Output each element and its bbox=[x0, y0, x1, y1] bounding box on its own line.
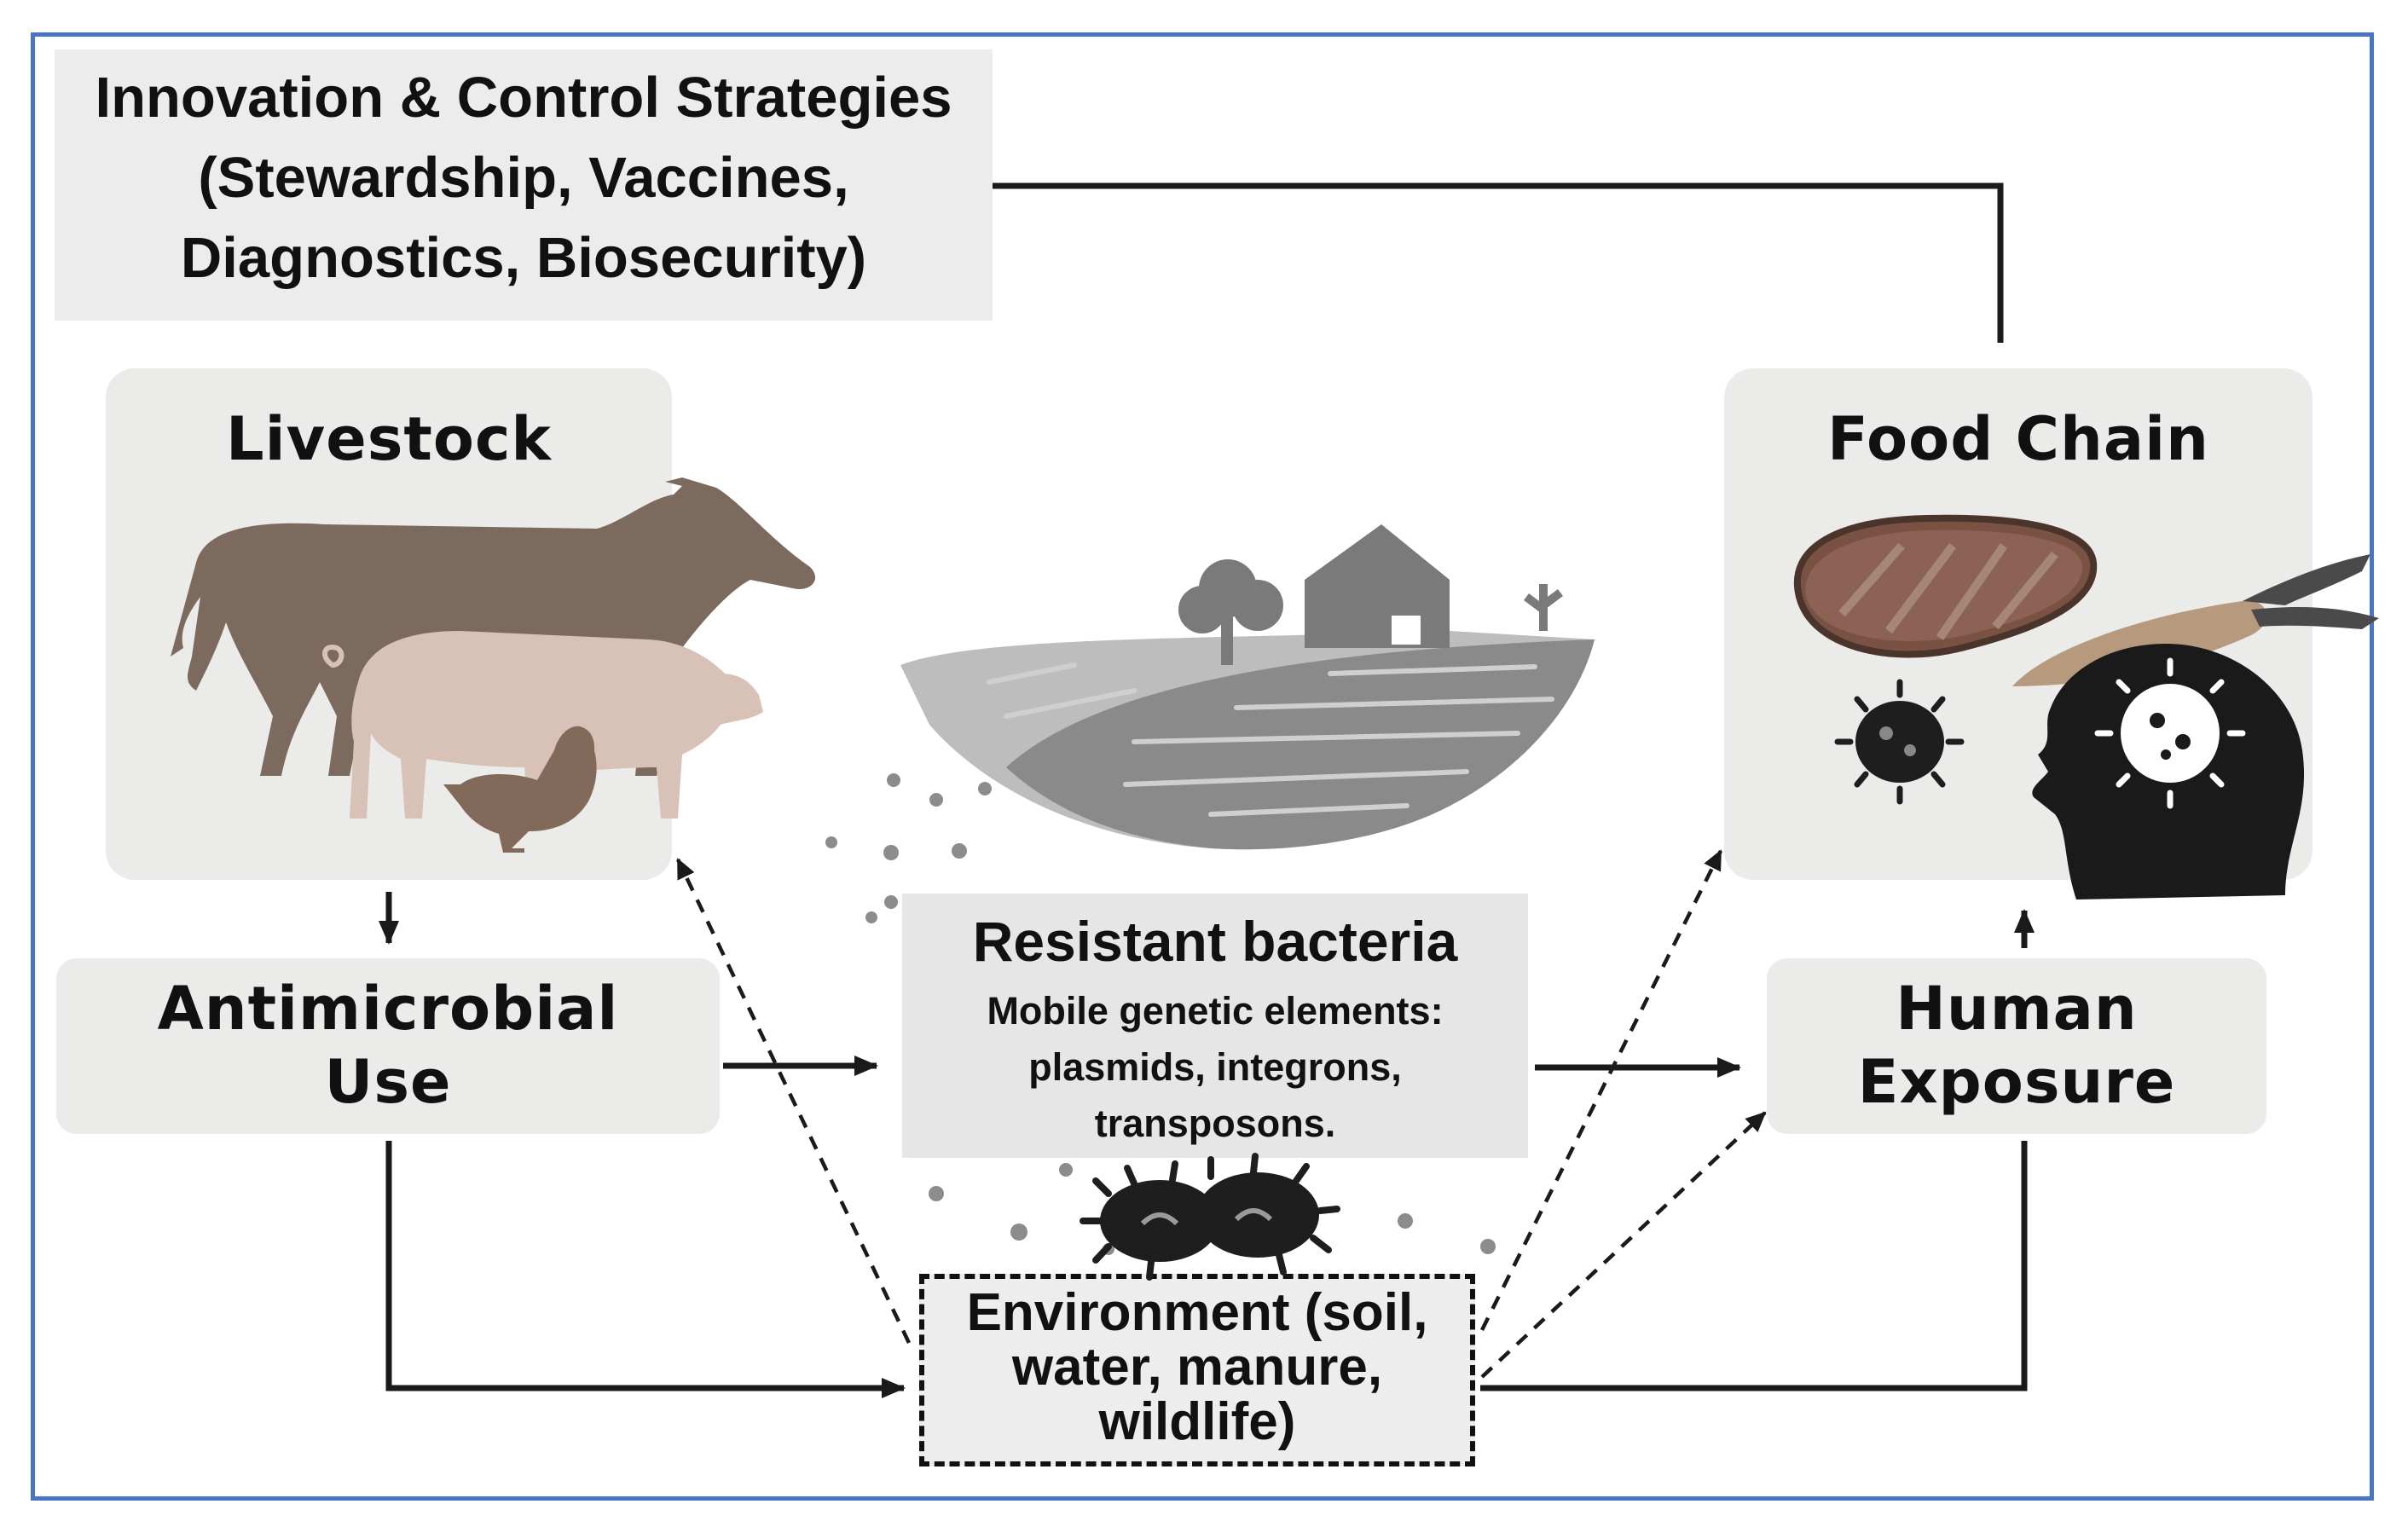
resistant-title: Resistant bacteria bbox=[972, 910, 1458, 973]
environment-line1: Environment (soil, bbox=[966, 1283, 1428, 1342]
livestock-title: Livestock bbox=[226, 404, 552, 474]
strategies-line3: Diagnostics, Biosecurity) bbox=[180, 226, 867, 290]
environment-line3: wildlife) bbox=[1098, 1392, 1296, 1451]
microbe-icon bbox=[1834, 679, 1965, 805]
antimicrobial-use-box: Antimicrobial Use bbox=[56, 958, 720, 1134]
resistant-bacteria-box: Resistant bacteria Mobile genetic elemen… bbox=[902, 894, 1528, 1158]
human-line2: Exposure bbox=[1857, 1047, 2176, 1117]
resistant-line2: plasmids, integrons, bbox=[1028, 1045, 1402, 1089]
environment-box: Environment (soil, water, manure, wildli… bbox=[919, 1274, 1475, 1466]
farm-icon bbox=[900, 524, 1595, 850]
resistant-line1: Mobile genetic elements: bbox=[987, 989, 1444, 1033]
bacteria-icon bbox=[1080, 1153, 1340, 1281]
dashed-connectors bbox=[675, 849, 1767, 1379]
pig-icon bbox=[322, 631, 763, 819]
solid-connectors bbox=[379, 182, 2035, 1398]
antimicrobial-line1: Antimicrobial bbox=[157, 974, 619, 1044]
environment-line2: water, manure, bbox=[1011, 1338, 1383, 1397]
head-icon bbox=[2032, 644, 2305, 900]
dots-decoration bbox=[825, 773, 1496, 1255]
resistant-line3: transposons. bbox=[1094, 1102, 1336, 1145]
strategies-line2: (Stewardship, Vaccines, bbox=[198, 146, 849, 210]
carrot-icon bbox=[2012, 554, 2379, 686]
food-chain-title: Food Chain bbox=[1827, 404, 2209, 474]
strategies-box: Innovation & Control Strategies (Steward… bbox=[55, 49, 993, 321]
antimicrobial-line2: Use bbox=[324, 1047, 452, 1117]
strategies-line1: Innovation & Control Strategies bbox=[95, 66, 952, 130]
human-exposure-box: Human Exposure bbox=[1767, 958, 2266, 1134]
human-line1: Human bbox=[1896, 974, 2138, 1044]
steak-icon bbox=[1794, 514, 2098, 658]
hen-icon bbox=[443, 726, 597, 853]
